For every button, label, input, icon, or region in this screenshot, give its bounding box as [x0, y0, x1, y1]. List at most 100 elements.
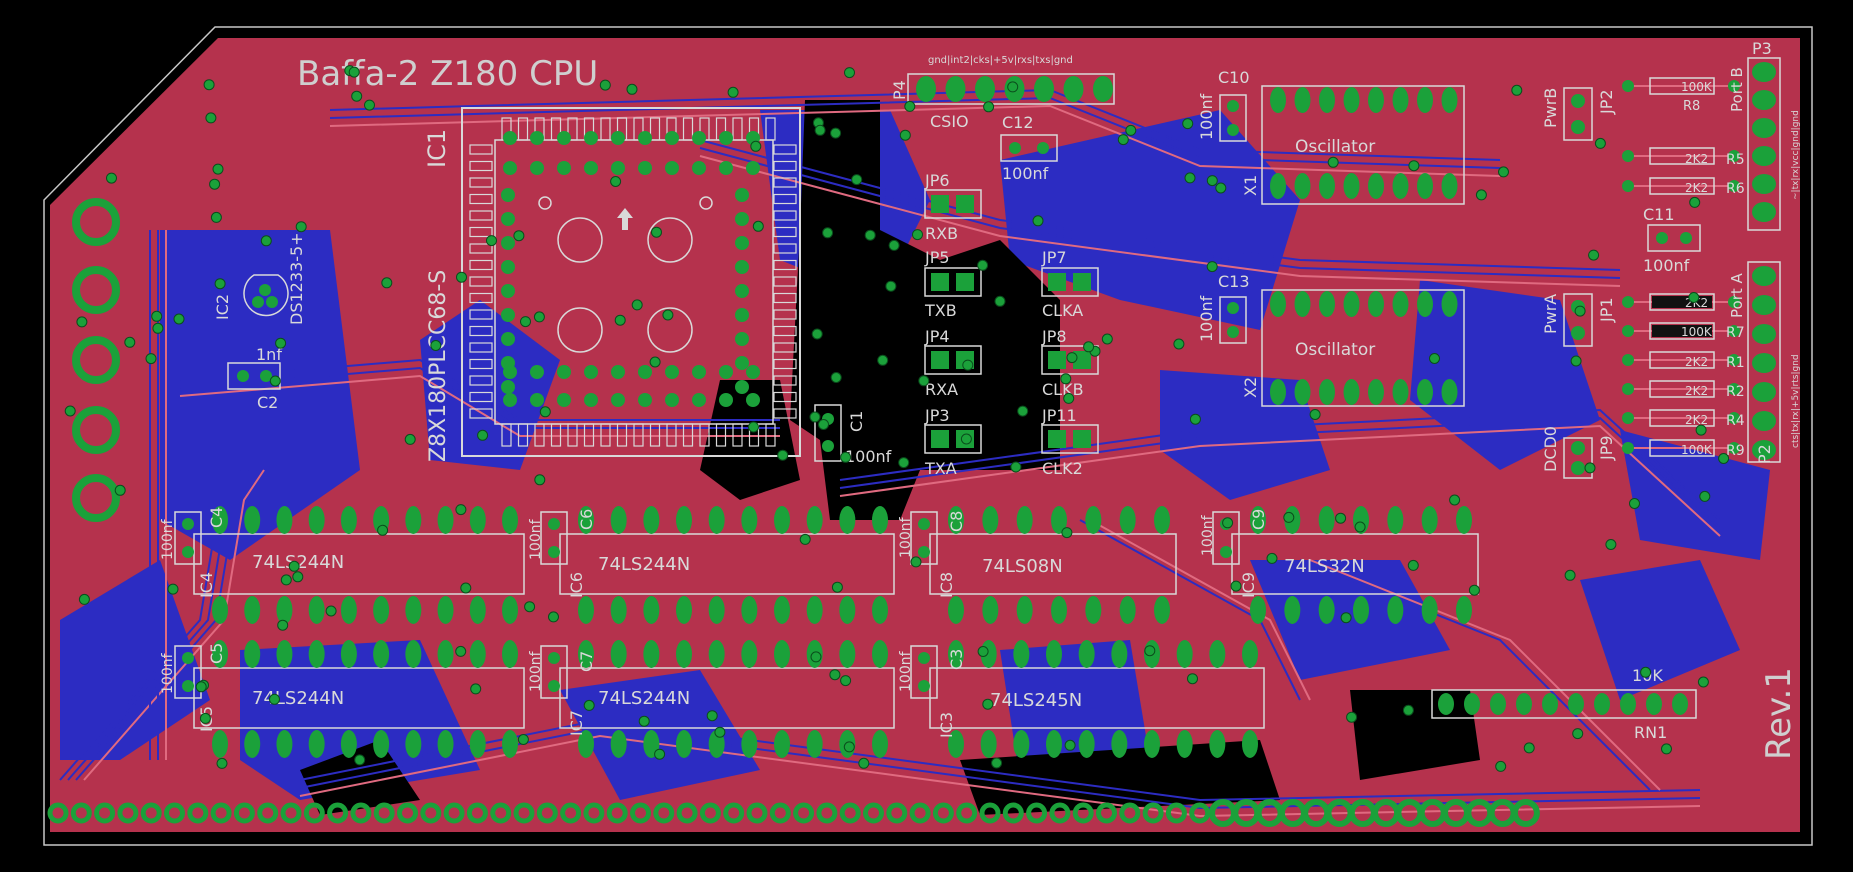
via: [1449, 494, 1461, 506]
c9-value: 100nf: [1200, 514, 1216, 556]
ic3-part: 74LS245N: [990, 690, 1082, 711]
ic-pin: [1016, 596, 1033, 624]
jumper-pin: [931, 195, 949, 213]
plcc-pad: [732, 117, 743, 141]
ic-pin: [1176, 640, 1193, 668]
ic-pin: [212, 640, 228, 668]
ic-pin: [502, 640, 518, 668]
via: [1189, 413, 1201, 425]
port-pin: [1752, 62, 1776, 82]
plcc-pin: [638, 393, 652, 407]
ic-pin: [212, 730, 228, 758]
oscillator-pin: [1441, 291, 1458, 317]
plcc-pin: [501, 308, 515, 322]
via: [548, 611, 559, 623]
ic-pin: [308, 506, 325, 534]
resistor-pin: [1622, 325, 1634, 337]
edge-pin: [187, 802, 209, 824]
via: [1588, 249, 1600, 261]
p2-ref: P2: [1755, 444, 1774, 464]
cap-pin: [1220, 546, 1232, 558]
ic-pin: [774, 730, 790, 758]
jp9-jumper: [1563, 437, 1593, 479]
ic-pin: [1111, 640, 1128, 668]
c10-capacitor: [1219, 94, 1247, 142]
via: [1408, 160, 1420, 172]
via: [78, 593, 90, 605]
resistor-body: [1649, 147, 1715, 165]
decoupling-cap: [910, 645, 938, 699]
cap-pin: [548, 680, 560, 692]
plcc-pad: [773, 342, 797, 353]
via: [864, 229, 876, 241]
oscillator-pin: [1270, 173, 1286, 199]
plcc-pad: [469, 259, 493, 271]
ic8-part: 74LS08N: [982, 556, 1063, 577]
ic-pin: [1421, 596, 1438, 624]
via: [1117, 134, 1129, 146]
via: [1468, 584, 1480, 596]
ic-pin: [948, 640, 964, 668]
plcc-pad: [773, 276, 797, 287]
c1-ref: C1: [847, 411, 866, 432]
ic-pin: [948, 506, 964, 534]
oscillator-pin: [1392, 173, 1409, 199]
plcc-pin: [501, 260, 515, 274]
ic-pin: [1209, 640, 1226, 668]
via: [1125, 124, 1137, 136]
edge-pin: [1002, 802, 1024, 824]
p4-pin: [1093, 76, 1113, 102]
resistor-pin: [1728, 442, 1740, 454]
via: [1206, 261, 1218, 273]
cap-pin: [548, 652, 560, 664]
jp9-ref: JP9: [1597, 435, 1616, 461]
p4-pin: [916, 76, 936, 102]
resistor-pin: [1622, 412, 1634, 424]
jumper-pin: [1073, 430, 1091, 448]
dcd0-label: DCD0: [1541, 426, 1560, 472]
ic-pin: [340, 596, 357, 624]
via: [843, 741, 855, 753]
via: [714, 726, 726, 738]
plcc-pin: [503, 161, 517, 175]
edge-pin: [1165, 802, 1187, 824]
resistor-body: [1649, 409, 1715, 427]
jumper-outline: [1041, 345, 1099, 375]
jumper-outline: [924, 345, 982, 375]
via: [1101, 333, 1113, 345]
cap-pin: [918, 546, 930, 558]
ic9-part: 74LS32N: [1284, 556, 1365, 577]
edge-pin: [1511, 799, 1540, 827]
plcc-pin: [735, 380, 749, 394]
oscillator-pin: [1392, 291, 1409, 317]
via: [651, 226, 662, 238]
ic-pin: [610, 596, 627, 624]
via: [614, 314, 626, 326]
r7-ref: R7: [1726, 325, 1745, 341]
edge-pin: [746, 802, 768, 824]
plcc-pin: [501, 188, 515, 202]
rn1-pin: [1516, 693, 1532, 715]
via: [210, 211, 222, 223]
ic-pin: [244, 640, 261, 668]
oscillator-pin: [1441, 173, 1458, 199]
c11-capacitor: [1647, 224, 1701, 252]
via: [152, 322, 164, 334]
plcc-pin: [530, 161, 544, 175]
c13-value: 100nf: [1197, 295, 1216, 342]
r5-ref: R5: [1726, 152, 1745, 168]
plcc-pad: [517, 117, 529, 141]
via: [1475, 189, 1487, 201]
rn1-pin: [1490, 693, 1506, 715]
ic6-ref: IC6: [567, 572, 586, 598]
edge-pin: [560, 802, 582, 824]
via: [982, 698, 994, 710]
x2-ref: X2: [1241, 377, 1260, 398]
via: [486, 235, 497, 247]
plcc-pad: [469, 358, 493, 370]
via: [325, 605, 337, 617]
via: [1594, 137, 1606, 149]
via: [898, 457, 910, 469]
plcc-pin: [692, 393, 706, 407]
edge-pin: [303, 802, 325, 824]
